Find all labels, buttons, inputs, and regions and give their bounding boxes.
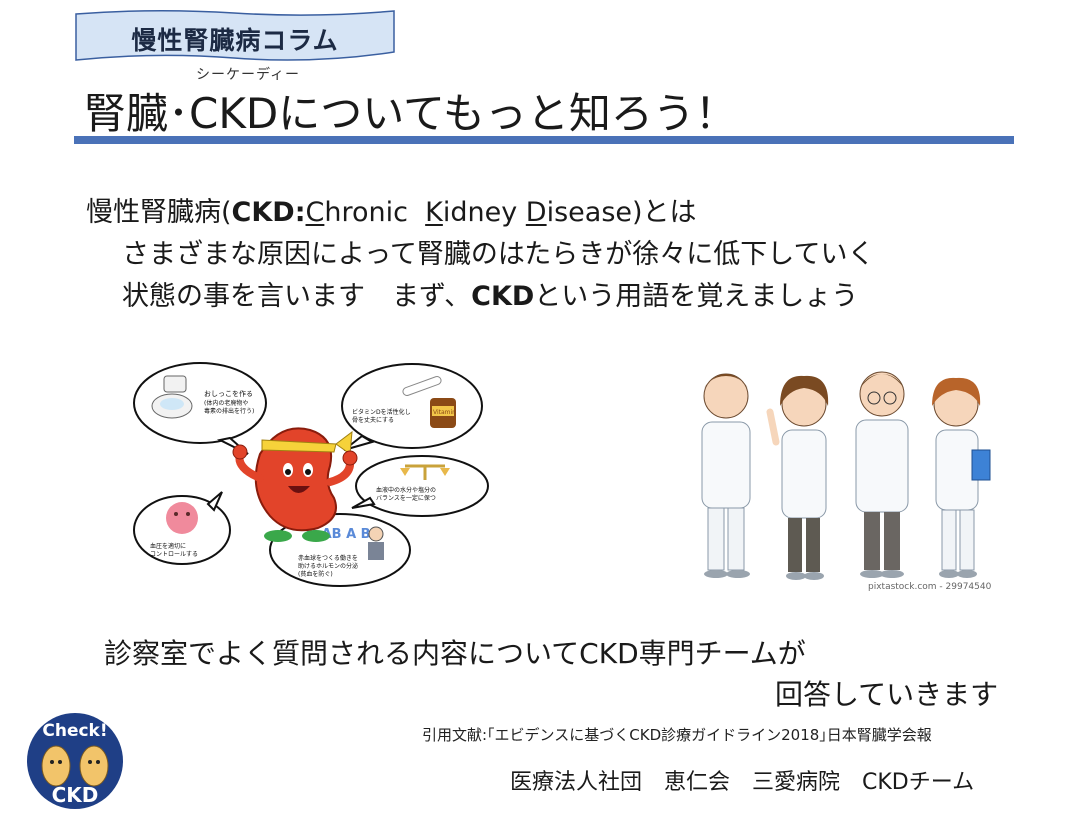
organization: 医療法人社団 恵仁会 三愛病院 CKDチーム xyxy=(510,770,975,795)
bubble-toilet-text-1: おしっこを作る xyxy=(204,389,253,398)
title-ruby: シーケーディー xyxy=(196,67,301,83)
bubble-blood-text-1: 赤血球をつくる働きを xyxy=(298,554,358,562)
vitamin-label: Vitamin xyxy=(433,409,456,416)
bubble-bp-text-1: 血圧を適切に xyxy=(150,542,186,550)
kidney-mascot-left xyxy=(41,745,71,787)
bubble-toilet-text-3: 毒素の排出を行う) xyxy=(204,407,254,415)
intro-ckd: CKD xyxy=(231,197,295,228)
intro-letter-c: C xyxy=(305,197,325,228)
bone-icon xyxy=(402,376,442,396)
citation: 引用文献:｢エビデンスに基づくCKD診療ガイドライン2018｣日本腎臓学会報 xyxy=(422,726,932,744)
doctor-figure-1 xyxy=(701,373,751,578)
bubble-blood-text-2: 助けるホルモンの分泌 xyxy=(298,562,358,570)
intro-word-idney: idney xyxy=(442,197,526,228)
bubble-vitamin-text-2: 骨を丈夫にする xyxy=(352,416,394,424)
kidney-functions-illustration: おしっこを作る (体内の老廃物や 毒素の排出を行う) Vitamin ビタミンD… xyxy=(130,358,500,590)
title-divider xyxy=(74,136,1014,144)
answer-line-1: 診察室でよく質問される内容についてCKD専門チームが xyxy=(104,637,806,670)
bubble-vitamin: Vitamin ビタミンDを活性化し 骨を丈夫にする xyxy=(341,363,483,451)
intro-suffix: )とは xyxy=(632,197,697,228)
nurse-figure xyxy=(932,377,991,578)
toilet-icon xyxy=(151,375,193,419)
intro-line3-ckd: CKD xyxy=(471,281,535,312)
answer-line-2: 回答していきます xyxy=(775,678,999,711)
intro-prefix: 慢性腎臓病( xyxy=(86,197,232,228)
kidney-character xyxy=(232,427,358,542)
intro-letter-k: K xyxy=(425,197,443,228)
intro-word-isease: isease xyxy=(546,197,632,228)
medical-team-illustration xyxy=(680,352,1010,592)
bubble-vitamin-text-1: ビタミンDを活性化し xyxy=(352,408,411,416)
bubble-toilet-text-2: (体内の老廃物や xyxy=(204,399,248,407)
column-tag-ribbon xyxy=(75,9,395,61)
intro-line3-prefix: 状態の事を言います まず、 xyxy=(122,281,472,312)
scale-icon xyxy=(400,464,450,480)
bubble-toilet: おしっこを作る (体内の老廃物や 毒素の排出を行う) xyxy=(133,362,267,455)
bubble-balance-text-2: バランスを一定に保つ xyxy=(376,494,436,502)
vitamin-bottle-icon: Vitamin xyxy=(430,398,456,428)
bubble-blood-text-3: (貧血を防ぐ) xyxy=(298,570,333,578)
image-credit: pixtastock.com - 29974540 xyxy=(868,582,992,592)
badge-top-text: Check! xyxy=(42,721,107,741)
column-tag-label: 慢性腎臓病コラム xyxy=(131,26,339,55)
intro-line3-suffix: という用語を覚えましょう xyxy=(534,281,859,312)
bubble-balance: 血液中の水分や塩分の バランスを一定に保つ xyxy=(351,455,489,517)
bubble-bp-text-2: コントロールする xyxy=(150,551,198,558)
intro-line-2: さまざまな原因によって腎臓のはたらきが徐々に低下していく xyxy=(122,239,875,270)
intro-colon: : xyxy=(294,197,306,228)
intro-line-1: 慢性腎臓病(CKD:Chronic Kidney Disease)とは xyxy=(86,192,875,234)
intro-line-3: 状態の事を言います まず、CKDという用語を覚えましょう xyxy=(86,276,875,318)
doctor-icon xyxy=(368,526,384,560)
kidney-mascot-right xyxy=(79,745,109,787)
bubble-balance-text-1: 血液中の水分や塩分の xyxy=(376,486,436,494)
check-ckd-badge: Check! CKD xyxy=(22,712,128,810)
heart-icon xyxy=(166,502,198,534)
badge-bottom-text: CKD xyxy=(52,783,99,807)
column-tag: 慢性腎臓病コラム xyxy=(74,8,396,64)
doctor-figure-2 xyxy=(766,375,829,580)
intro-text: 慢性腎臓病(CKD:Chronic Kidney Disease)とは さまざま… xyxy=(86,192,875,318)
bubble-blood-pressure: 血圧を適切に コントロールする xyxy=(133,491,231,565)
intro-letter-d: D xyxy=(525,197,547,228)
intro-word-hronic: hronic xyxy=(324,197,426,228)
page-title: 腎臓･CKDについてもっと知ろう！ xyxy=(84,89,737,138)
doctor-figure-3 xyxy=(855,371,909,578)
